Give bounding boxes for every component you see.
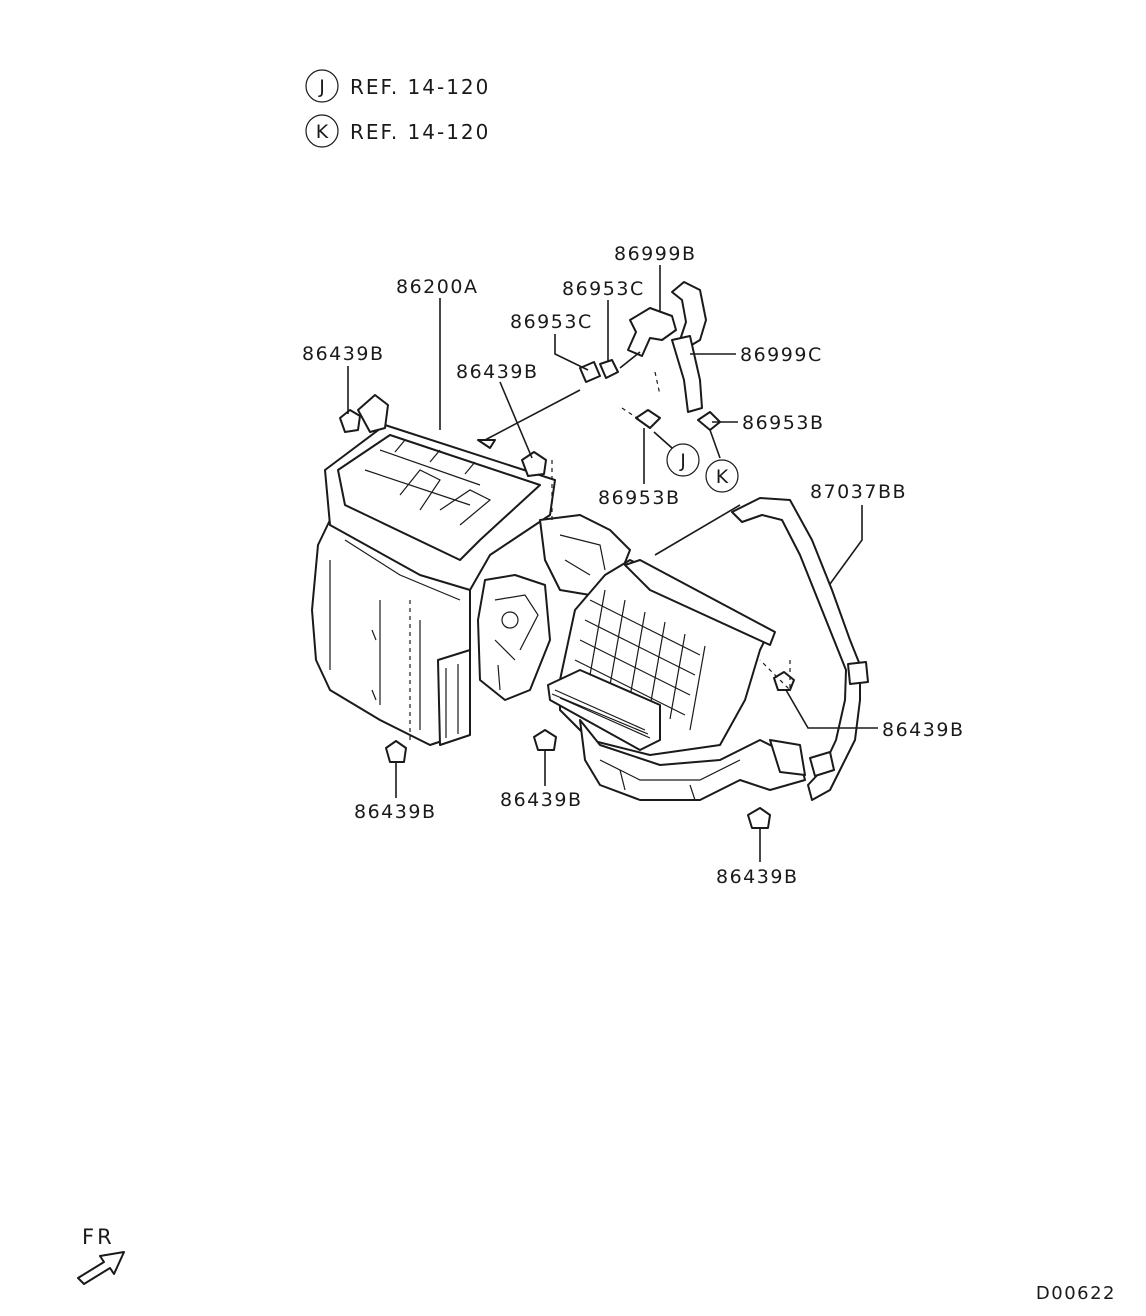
reference-legend: J REF. 14-120 K REF. 14-120 [305, 69, 490, 148]
ref-j-text: REF. 14-120 [350, 75, 490, 99]
ref-k-letter: K [316, 121, 329, 143]
ref-j-circle [305, 69, 339, 103]
leader-lines [347, 265, 878, 862]
label-86439B-topleft[interactable]: 86439B [302, 343, 384, 365]
part-labels: 86999B 86953C 86200A 86953C 86439B 86439… [302, 243, 964, 888]
label-86999B[interactable]: 86999B [614, 243, 696, 265]
label-86953C-lower[interactable]: 86953C [510, 311, 593, 333]
label-86439B-bottomright[interactable]: 86439B [716, 866, 798, 888]
diagram-code: D00622 [1036, 1283, 1116, 1304]
label-87037BB[interactable]: 87037BB [810, 481, 907, 503]
label-86953B-center[interactable]: 86953B [598, 487, 680, 509]
label-86439B-right[interactable]: 86439B [882, 719, 964, 741]
callout-k: K [705, 459, 739, 493]
ref-k-circle [305, 114, 339, 148]
fasteners-drawing [339, 409, 795, 829]
label-86999C[interactable]: 86999C [740, 344, 823, 366]
callout-j-letter: J [679, 450, 686, 472]
ref-k-text: REF. 14-120 [350, 120, 490, 144]
label-86439B-bottomcenter[interactable]: 86439B [500, 789, 582, 811]
label-86439B-center[interactable]: 86439B [456, 361, 538, 383]
label-86953B-right[interactable]: 86953B [742, 412, 824, 434]
callout-j: J [666, 443, 700, 477]
orientation-label: FR [82, 1225, 115, 1249]
ref-j-letter: J [318, 76, 325, 98]
heater-unit-drawing [311, 394, 806, 801]
label-86439B-bottomleft[interactable]: 86439B [354, 801, 436, 823]
label-86953C-upper[interactable]: 86953C [562, 278, 645, 300]
orientation-indicator: FR [77, 1225, 125, 1285]
front-arrow-icon [77, 1251, 125, 1285]
callout-k-letter: K [716, 466, 729, 488]
label-86200A[interactable]: 86200A [396, 276, 478, 298]
